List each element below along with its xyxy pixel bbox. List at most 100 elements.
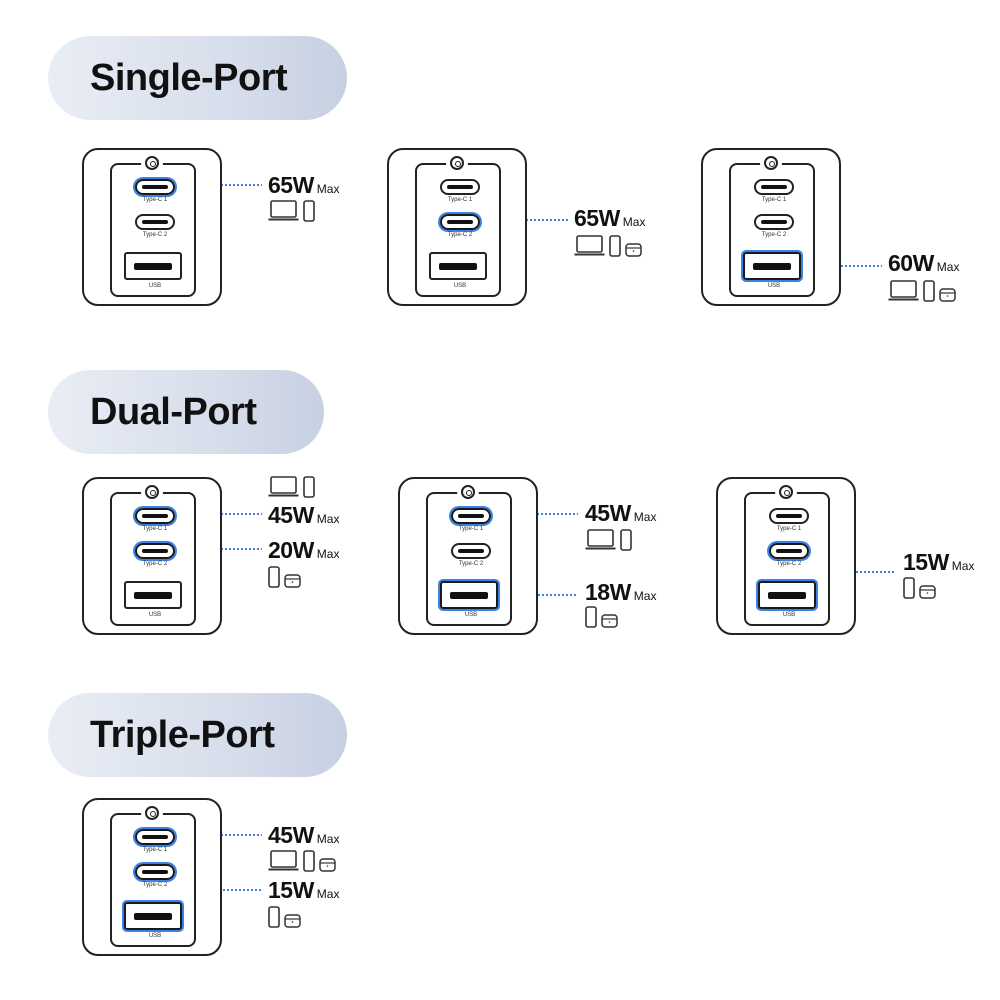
earbuds-icon [601, 614, 618, 628]
port-label: Type-C 1 [142, 847, 168, 853]
compatible-devices [888, 280, 956, 302]
charger-diagram: Type-C 1 Type-C 2 USB [387, 148, 527, 306]
earbuds-icon [284, 914, 301, 928]
charger-diagram: Type-C 1 Type-C 2 USB [398, 477, 538, 635]
port-usb [429, 252, 487, 280]
section-title: Single-Port [90, 56, 288, 99]
earbuds-icon [284, 574, 301, 588]
max-label: Max [316, 512, 340, 526]
port-type-c2 [451, 543, 491, 559]
wattage: 65W [268, 172, 314, 198]
wattage: 15W [268, 877, 314, 903]
wattage: 65W [574, 205, 620, 231]
laptop-icon [268, 850, 299, 872]
brand-logo-icon [779, 485, 793, 499]
brand-logo-icon [450, 156, 464, 170]
wattage: 18W [585, 579, 631, 605]
port-type-c1 [769, 508, 809, 524]
phone-icon [585, 606, 597, 628]
wattage: 45W [585, 500, 631, 526]
phone-icon [620, 529, 632, 551]
port-usb [743, 252, 801, 280]
brand-logo-icon [145, 156, 159, 170]
section-title: Triple-Port [90, 713, 275, 756]
laptop-icon [585, 529, 616, 551]
port-label: Type-C 1 [142, 197, 168, 203]
earbuds-icon [919, 585, 936, 599]
port-label: Type-C 2 [458, 561, 484, 567]
port-type-c2 [769, 543, 809, 559]
port-label: Type-C 1 [458, 526, 484, 532]
section-header-single-port: Single-Port [48, 36, 347, 120]
earbuds-icon [625, 243, 642, 257]
charger-diagram: Type-C 1 Type-C 2 USB [82, 798, 222, 956]
port-type-c1 [451, 508, 491, 524]
phone-icon [303, 476, 315, 498]
phone-icon [303, 850, 315, 872]
max-label: Max [316, 832, 340, 846]
compatible-devices [585, 529, 632, 551]
port-type-c2 [135, 214, 175, 230]
port-type-c2 [135, 543, 175, 559]
compatible-devices [268, 566, 301, 588]
port-label: Type-C 2 [142, 232, 168, 238]
wattage: 20W [268, 537, 314, 563]
phone-icon [303, 200, 315, 222]
port-label: USB [453, 283, 467, 289]
max-label: Max [622, 215, 646, 229]
port-label: Type-C 1 [776, 526, 802, 532]
brand-logo-icon [461, 485, 475, 499]
section-header-dual-port: Dual-Port [48, 370, 324, 454]
port-label: USB [148, 933, 162, 939]
section-header-triple-port: Triple-Port [48, 693, 347, 777]
port-type-c2 [440, 214, 480, 230]
port-type-c2 [754, 214, 794, 230]
max-label: Max [951, 559, 975, 573]
laptop-icon [268, 476, 299, 498]
brand-logo-icon [145, 485, 159, 499]
port-label: Type-C 1 [447, 197, 473, 203]
max-label: Max [316, 887, 340, 901]
brand-logo-icon [764, 156, 778, 170]
charger-diagram: Type-C 1 Type-C 2 USB [716, 477, 856, 635]
compatible-devices [268, 476, 315, 498]
wattage: 60W [888, 250, 934, 276]
port-type-c1 [754, 179, 794, 195]
port-label: USB [148, 612, 162, 618]
max-label: Max [633, 510, 657, 524]
compatible-devices [903, 577, 936, 599]
port-label: USB [148, 283, 162, 289]
port-type-c1 [135, 829, 175, 845]
port-label: USB [464, 612, 478, 618]
port-label: Type-C 2 [447, 232, 473, 238]
port-label: Type-C 1 [761, 197, 787, 203]
port-usb [758, 581, 816, 609]
wattage: 15W [903, 549, 949, 575]
max-label: Max [316, 182, 340, 196]
port-type-c1 [135, 179, 175, 195]
port-usb [124, 252, 182, 280]
phone-icon [923, 280, 935, 302]
port-usb [440, 581, 498, 609]
section-title: Dual-Port [90, 390, 257, 433]
port-label: USB [782, 612, 796, 618]
port-label: Type-C 1 [142, 526, 168, 532]
phone-icon [268, 566, 280, 588]
earbuds-icon [939, 288, 956, 302]
compatible-devices [268, 850, 336, 872]
laptop-icon [888, 280, 919, 302]
port-label: Type-C 2 [142, 882, 168, 888]
port-label: Type-C 2 [761, 232, 787, 238]
port-label: Type-C 2 [776, 561, 802, 567]
phone-icon [268, 906, 280, 928]
charger-diagram: Type-C 1 Type-C 2 USB [82, 148, 222, 306]
max-label: Max [316, 547, 340, 561]
wattage: 45W [268, 822, 314, 848]
